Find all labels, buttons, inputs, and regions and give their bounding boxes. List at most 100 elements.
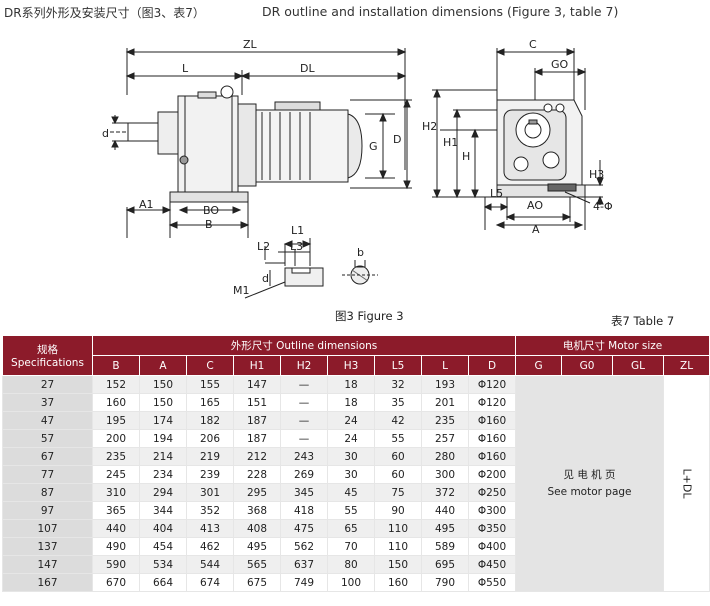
table-cell: 195 <box>92 411 140 430</box>
table-cell: 228 <box>233 465 281 484</box>
table-cell: 187 <box>233 429 281 448</box>
table-cell: 165 <box>186 393 234 412</box>
table-cell: 368 <box>233 501 281 520</box>
table-cell: 55 <box>327 501 375 520</box>
label-l2: L2 <box>257 240 270 253</box>
table-group-header-row: 规格 Specifications 外形尺寸 Outline dimension… <box>2 335 710 376</box>
spec-cell: 137 <box>2 537 93 556</box>
table-cell: Φ160 <box>467 447 517 466</box>
motor-column-header: ZL <box>663 355 710 376</box>
label-ao: AO <box>527 199 543 212</box>
table-cell: 24 <box>327 429 375 448</box>
table-cell: 70 <box>327 537 375 556</box>
table-cell: 155 <box>186 375 234 394</box>
motor-note-cn: 见 电 机 页 <box>563 468 616 481</box>
column-header: H1 <box>233 355 281 376</box>
table-cell: 235 <box>421 411 469 430</box>
table-cell: 413 <box>186 519 234 538</box>
table-cell: 24 <box>327 411 375 430</box>
table-cell: 534 <box>139 555 187 574</box>
motor-column-header: GL <box>612 355 665 376</box>
table-cell: 160 <box>374 573 422 592</box>
table-cell: 55 <box>374 429 422 448</box>
table-cell: 35 <box>374 393 422 412</box>
table-cell: 345 <box>280 483 328 502</box>
table-cell: 495 <box>421 519 469 538</box>
table-cell: 637 <box>280 555 328 574</box>
table-cell: 182 <box>186 411 234 430</box>
label-b-key: b <box>357 246 364 259</box>
table-cell: Φ250 <box>467 483 517 502</box>
table-cell: 404 <box>139 519 187 538</box>
zl-value: L+DL <box>680 468 694 499</box>
table-cell: 150 <box>139 375 187 394</box>
label-d-small: d <box>102 127 109 140</box>
table-cell: 590 <box>92 555 140 574</box>
table-caption: 表7 Table 7 <box>611 314 675 328</box>
table-cell: Φ160 <box>467 411 517 430</box>
table-cell: 30 <box>327 465 375 484</box>
table-cell: 110 <box>374 519 422 538</box>
table-cell: Φ300 <box>467 501 517 520</box>
table-cell: 674 <box>186 573 234 592</box>
table-cell: 695 <box>421 555 469 574</box>
label-g: G <box>369 140 378 153</box>
table-cell: Φ550 <box>467 573 517 592</box>
table-cell: 589 <box>421 537 469 556</box>
table-cell: 201 <box>421 393 469 412</box>
table-cell: 790 <box>421 573 469 592</box>
column-header: L <box>421 355 469 376</box>
table-cell: 243 <box>280 447 328 466</box>
motor-size-header: 电机尺寸 Motor size <box>515 335 710 356</box>
table-cell: 372 <box>421 483 469 502</box>
label-l3: L3 <box>290 240 303 253</box>
spec-header: 规格 Specifications <box>2 335 93 376</box>
table-cell: 408 <box>233 519 281 538</box>
table-cell: 365 <box>92 501 140 520</box>
table-cell: 245 <box>92 465 140 484</box>
label-a: A <box>532 223 540 236</box>
outline-dimensions-header: 外形尺寸 Outline dimensions <box>91 335 517 356</box>
table-cell: 194 <box>139 429 187 448</box>
table-cell: 280 <box>421 447 469 466</box>
spec-header-cn: 规格 <box>37 344 58 356</box>
label-l: L <box>182 62 189 75</box>
table-cell: 565 <box>233 555 281 574</box>
motor-column-header: G <box>515 355 563 376</box>
spec-cell: 107 <box>2 519 93 538</box>
label-h2: H2 <box>422 120 437 133</box>
table-cell: 110 <box>374 537 422 556</box>
table-cell: 90 <box>374 501 422 520</box>
table-cell: 440 <box>92 519 140 538</box>
spec-header-en: Specifications <box>11 357 84 369</box>
table-cell: Φ200 <box>467 465 517 484</box>
label-l5: L5 <box>490 187 503 200</box>
table-cell: 152 <box>92 375 140 394</box>
label-h: H <box>462 150 470 163</box>
table-cell: — <box>280 393 328 412</box>
table-cell: 18 <box>327 375 375 394</box>
spec-cell: 37 <box>2 393 93 412</box>
label-go: GO <box>551 58 569 71</box>
spec-cell: 77 <box>2 465 93 484</box>
table-cell: — <box>280 429 328 448</box>
table-cell: 301 <box>186 483 234 502</box>
table-cell: 100 <box>327 573 375 592</box>
table-cell: 150 <box>374 555 422 574</box>
label-4-phi: 4-Φ <box>593 200 613 213</box>
table-cell: 294 <box>139 483 187 502</box>
spec-cell: 97 <box>2 501 93 520</box>
label-m1: M1 <box>233 284 250 297</box>
column-header: C <box>186 355 234 376</box>
label-d-shaft: d <box>262 272 269 285</box>
table-cell: 664 <box>139 573 187 592</box>
label-a1: A1 <box>139 198 154 211</box>
label-h3: H3 <box>589 168 604 181</box>
column-header: A <box>139 355 187 376</box>
table-cell: 30 <box>327 447 375 466</box>
table-cell: 160 <box>92 393 140 412</box>
table-cell: 475 <box>280 519 328 538</box>
